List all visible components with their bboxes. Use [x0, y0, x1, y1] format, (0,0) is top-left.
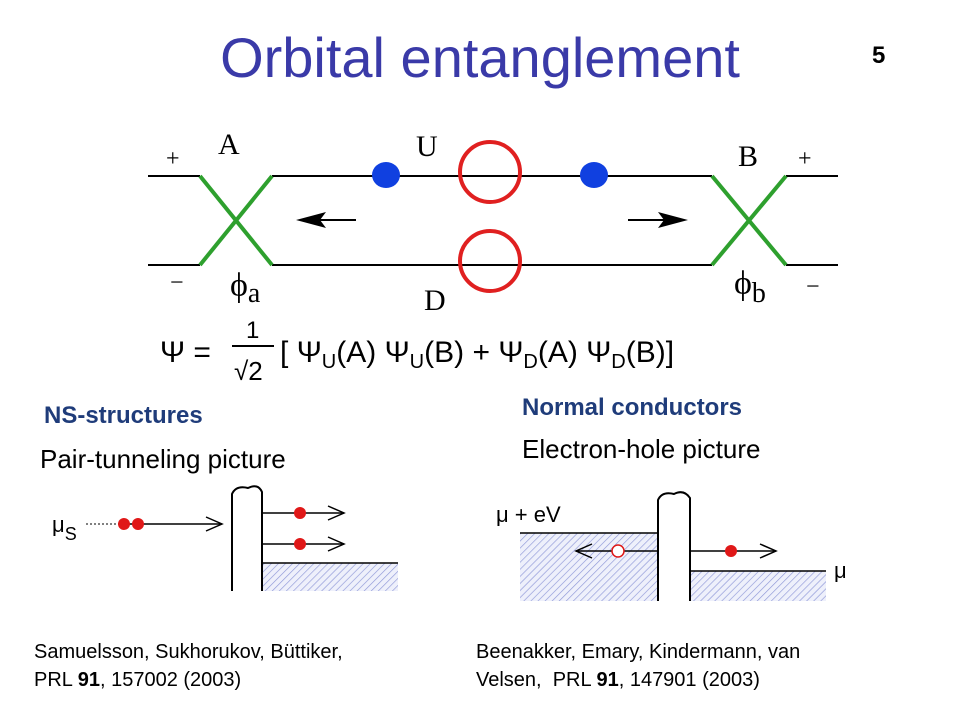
reference-right-citation: Velsen, PRL 91, 147901 (2003): [476, 669, 760, 691]
reference-left-authors: Samuelsson, Sukhorukov, Büttiker,: [34, 641, 343, 663]
slide-number: 5: [872, 42, 886, 69]
particle-right: [580, 162, 608, 188]
electron-lower: [294, 538, 306, 550]
mu-s-label: μS: [52, 512, 77, 544]
source-upper: [458, 140, 522, 204]
ns-structures-subheading: Pair-tunneling picture: [40, 444, 286, 474]
normal-conductors-heading: Normal conductors: [522, 394, 743, 421]
electron-upper: [294, 507, 306, 519]
label-d: D: [424, 284, 446, 317]
tunnel-barrier-normal: [657, 491, 691, 601]
formula-numerator: 1: [246, 317, 259, 344]
mu-plus-ev-label: μ + eV: [496, 502, 561, 527]
cooper-pair-electron-1: [118, 518, 130, 530]
normal-conductors-subheading: Electron-hole picture: [522, 434, 761, 464]
entangled-state-formula: Ψ = 1 √2 [ ΨU(A) ΨU(B) + ΨD(A) ΨD(B)]: [160, 317, 674, 386]
reference-right-authors: Beenakker, Emary, Kindermann, van: [476, 641, 801, 663]
slide-title: Orbital entanglement: [220, 26, 740, 89]
beam-splitter-b: [710, 174, 788, 267]
ns-structure-sketch: μS: [52, 485, 398, 591]
arrow-left: [296, 212, 356, 228]
mu-label: μ: [834, 558, 847, 583]
formula-lhs: Ψ =: [160, 336, 211, 369]
particle-left: [372, 162, 400, 188]
formula-body: [ ΨU(A) ΨU(B) + ΨD(A) ΨD(B)]: [280, 336, 674, 373]
label-minus-left: −: [170, 270, 184, 296]
source-lower: [458, 229, 522, 293]
electron: [725, 545, 737, 557]
label-a: A: [218, 128, 240, 161]
left-lead-filled: [520, 533, 658, 601]
beam-splitter-a: [198, 174, 274, 267]
formula-denominator: √2: [234, 356, 263, 386]
reference-right: Beenakker, Emary, Kindermann, van Velsen…: [476, 638, 800, 694]
reference-left-citation: PRL 91, 157002 (2003): [34, 669, 242, 691]
label-u: U: [416, 130, 438, 163]
arrow-right: [628, 212, 688, 228]
label-phi-a: ϕa: [230, 267, 261, 309]
label-b: B: [738, 140, 758, 173]
ns-structures-heading: NS-structures: [44, 402, 203, 429]
label-phi-b: ϕb: [734, 265, 766, 309]
cooper-pair-electron-2: [132, 518, 144, 530]
superconductor-region: [262, 563, 398, 591]
label-minus-right: −: [806, 274, 820, 300]
beam-splitter-diagram: A U B D + + − − ϕa ϕb: [148, 128, 838, 317]
tunnel-barrier: [231, 485, 263, 591]
label-plus-left: +: [166, 146, 180, 172]
hole: [611, 544, 625, 558]
reference-left: Samuelsson, Sukhorukov, Büttiker, PRL 91…: [34, 638, 343, 694]
label-plus-right: +: [798, 146, 812, 172]
right-lead-filled: [690, 571, 826, 601]
normal-conductor-sketch: μ + eV μ: [496, 491, 847, 601]
